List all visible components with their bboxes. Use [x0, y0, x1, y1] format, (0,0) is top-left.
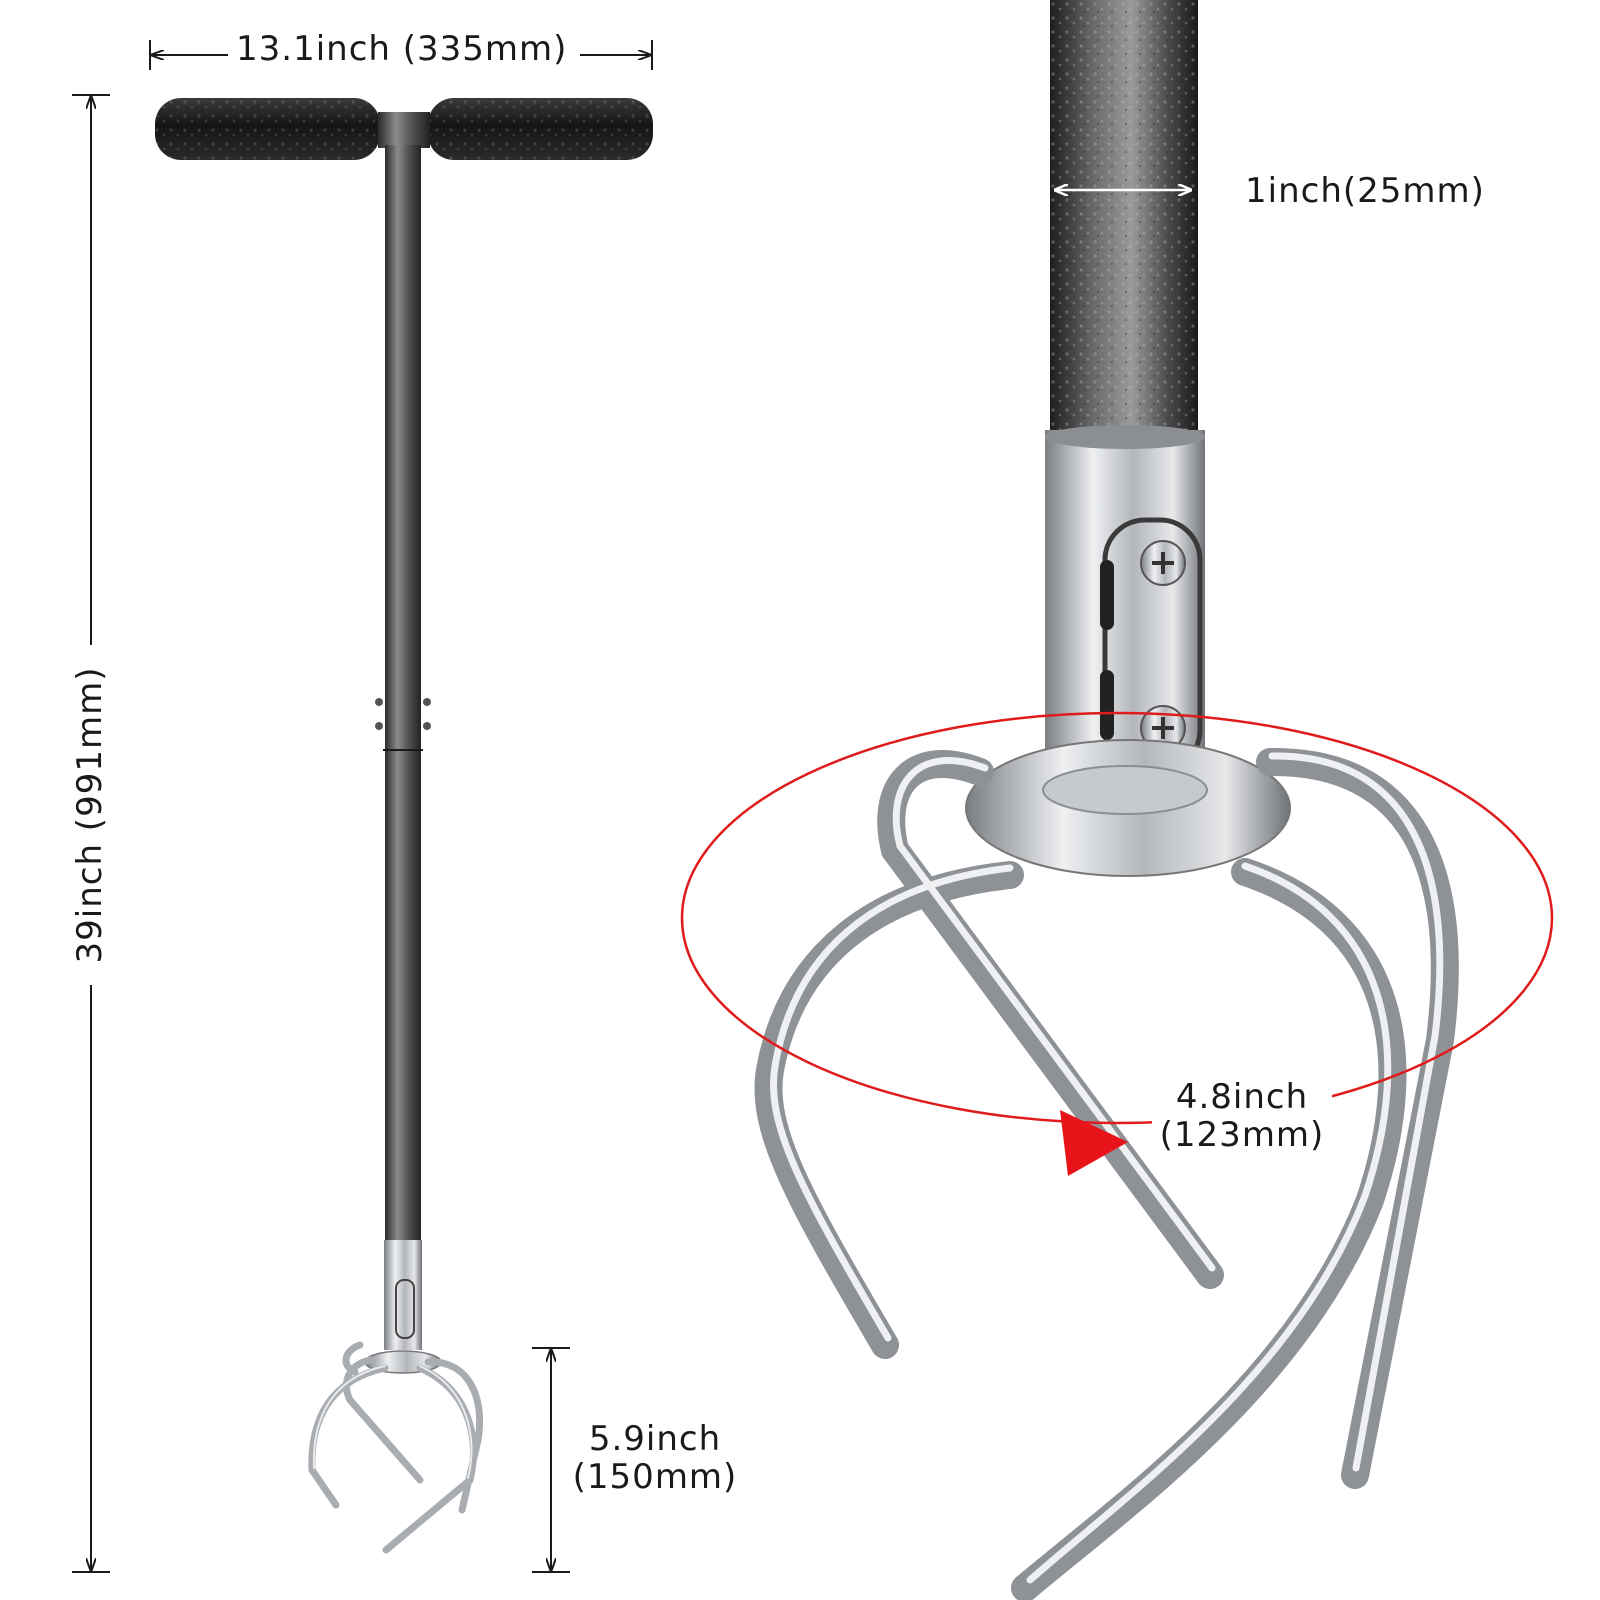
- tine-span-line1: 4.8inch: [1175, 1077, 1309, 1117]
- total-length-label: 39inch (991mm): [70, 666, 110, 964]
- dimension-lines: [72, 40, 653, 1573]
- closeup-tines: [754, 747, 1459, 1600]
- rotation-circle: [680, 711, 1554, 1125]
- tine-span-line2: (123mm): [1159, 1115, 1325, 1155]
- shaft-diameter-label: 1inch(25mm): [1245, 171, 1485, 211]
- closeup-illustration: [680, 0, 1554, 1600]
- tine-height-label: 5.9inch (150mm): [570, 1420, 740, 1496]
- tool-shaft: [385, 145, 421, 1245]
- handle-width-label: 13.1inch (335mm): [236, 29, 568, 69]
- tine-height-line1: 5.9inch: [588, 1419, 722, 1459]
- tine-span-label: 4.8inch (123mm): [1152, 1078, 1332, 1154]
- full-tool-illustration: [155, 98, 653, 1554]
- tool-ferrule: [384, 1240, 422, 1350]
- handle-crossbar: [378, 112, 430, 148]
- tine-height-line2: (150mm): [572, 1457, 738, 1497]
- small-tines: [308, 1341, 484, 1554]
- rotation-arrowhead: [1060, 1110, 1128, 1176]
